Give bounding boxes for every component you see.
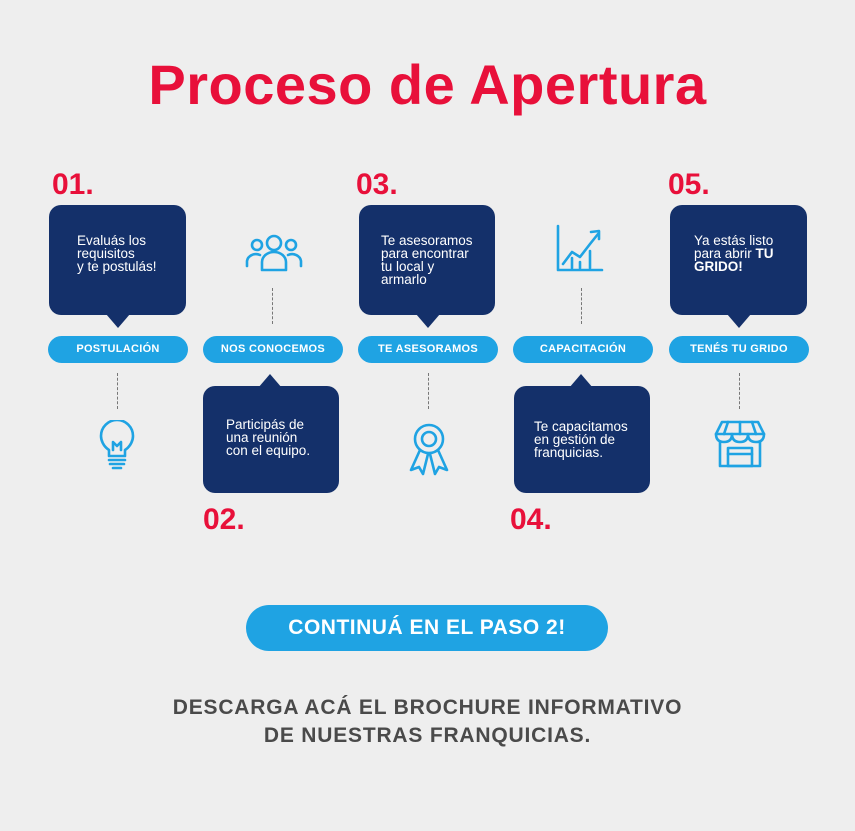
step-5-bubble-tail — [727, 314, 751, 328]
step-5-connector — [739, 373, 740, 409]
step-1-connector — [117, 373, 118, 409]
step-1-bubble-tail — [106, 314, 130, 328]
step-3-bubble-tail — [416, 314, 440, 328]
step-1-text-line: Evaluás los — [77, 233, 147, 248]
continue-step-2-button[interactable]: CONTINUÁ EN EL PASO 2! — [246, 605, 608, 651]
step-3-text-line: armarlo — [381, 272, 427, 287]
step-4-text-line: franquicias. — [534, 445, 604, 460]
step-5-bubble: Ya estás listo para abrir TU GRIDO! — [670, 205, 807, 315]
brochure-line: DE NUESTRAS FRANQUICIAS. — [263, 724, 592, 747]
step-3-text-line: tu local y — [381, 259, 435, 274]
step-1-pill[interactable]: POSTULACIÓN — [48, 336, 188, 363]
brochure-download-link[interactable]: DESCARGA ACÁ EL BROCHURE INFORMATIVO DE … — [0, 694, 855, 750]
step-3-number: 03. — [356, 168, 398, 201]
step-3-connector — [428, 373, 429, 409]
step-4-bubble: Te capacitamos en gestión de franquicias… — [514, 386, 650, 493]
step-5-text-line: para abrir — [694, 246, 752, 261]
step-2-connector — [272, 288, 273, 324]
step-4-connector — [581, 288, 582, 324]
step-5-pill[interactable]: TENÉS TU GRIDO — [669, 336, 809, 363]
step-4-text-line: en gestión de — [534, 432, 616, 447]
step-1-text-line: y te postulás! — [77, 259, 157, 274]
step-2-text-line: una reunión — [226, 430, 298, 445]
step-2-number: 02. — [203, 503, 245, 536]
team-icon — [245, 232, 303, 277]
step-2-text-line: Participás de — [226, 417, 305, 432]
step-2-text-line: con el equipo. — [226, 443, 311, 458]
step-3-text-line: para encontrar — [381, 246, 469, 261]
step-3-pill[interactable]: TE ASESORAMOS — [358, 336, 498, 363]
step-1-text-line: requisitos — [77, 246, 135, 261]
lightbulb-icon — [99, 418, 135, 477]
step-4-bubble-tail — [569, 374, 593, 388]
award-ribbon-icon — [406, 422, 452, 481]
step-3-text-line: Te asesoramos — [381, 233, 473, 248]
step-2-bubble: Participás de una reunión con el equipo. — [203, 386, 339, 493]
step-2-pill[interactable]: NOS CONOCEMOS — [203, 336, 343, 363]
brochure-line: DESCARGA ACÁ EL BROCHURE INFORMATIVO — [172, 696, 683, 719]
step-4-text-line: Te capacitamos — [534, 419, 628, 434]
step-4-number: 04. — [510, 503, 552, 536]
step-5-text-bold: GRIDO! — [694, 259, 743, 274]
step-1-number: 01. — [52, 168, 94, 201]
step-5-number: 05. — [668, 168, 710, 201]
step-5-text-bold: TU — [755, 246, 774, 261]
step-5-text-line: Ya estás listo — [694, 233, 774, 248]
step-2-bubble-tail — [258, 374, 282, 388]
page-title: Proceso de Apertura — [148, 53, 707, 116]
growth-chart-icon — [556, 224, 604, 279]
step-1-bubble: Evaluás los requisitos y te postulás! — [49, 205, 186, 315]
storefront-icon — [714, 420, 766, 475]
step-3-bubble: Te asesoramos para encontrar tu local y … — [359, 205, 495, 315]
step-4-pill[interactable]: CAPACITACIÓN — [513, 336, 653, 363]
